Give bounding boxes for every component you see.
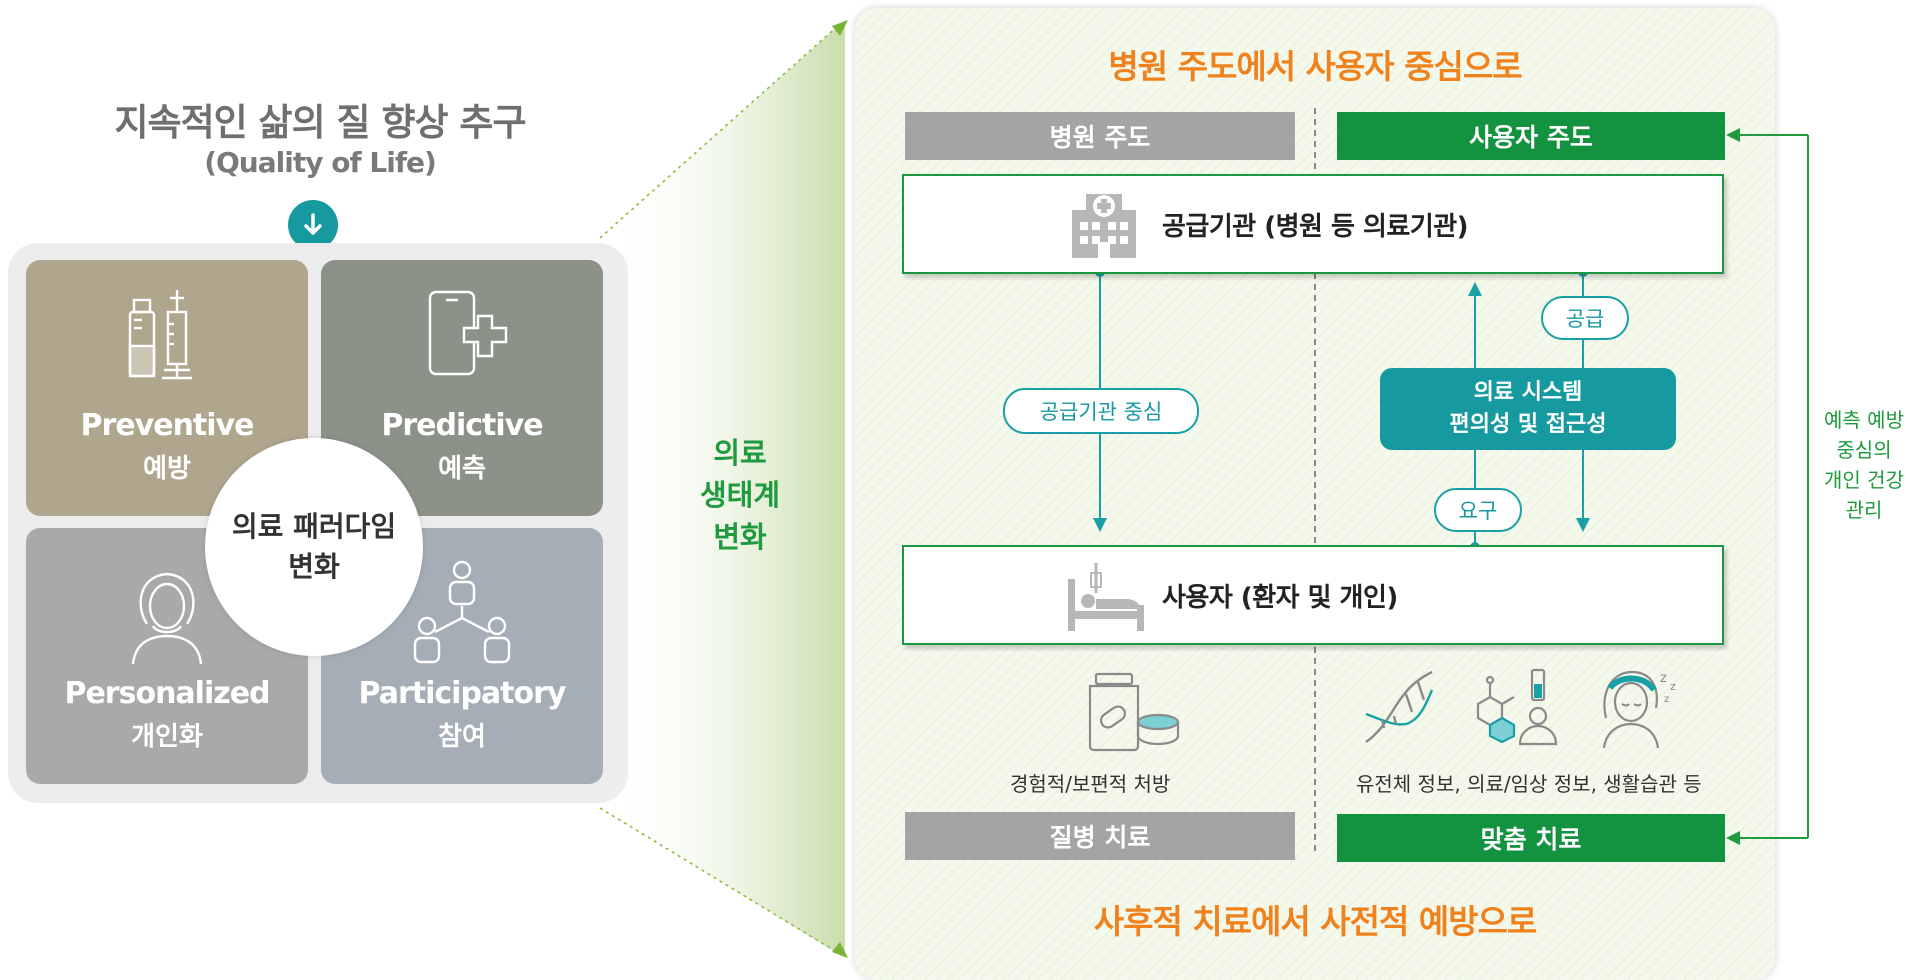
qol-title: 지속적인 삶의 질 향상 추구: [114, 101, 527, 144]
participatory-label: Participatory: [358, 676, 567, 711]
caption-personal-data: 유전체 정보, 의료/임상 정보, 생활습관 등: [1356, 772, 1702, 796]
sleeping-person-icon: z z z: [1598, 668, 1684, 754]
side-note-line3: 개인 건강: [1824, 468, 1904, 492]
person-portrait-icon: [26, 566, 308, 666]
footer-disease-treatment: 질병 치료: [905, 812, 1295, 860]
eco-line1: 의료: [713, 436, 767, 470]
provider-label: 공급기관 (병원 등 의료기관): [1162, 212, 1469, 242]
side-note-line1: 예측 예방: [1824, 408, 1904, 432]
footer-custom-treatment: 맞춤 치료: [1337, 814, 1725, 862]
participatory-ko-label: 참여: [438, 722, 486, 752]
eco-line2: 생태계: [699, 478, 781, 512]
caption-empirical: 경험적/보편적 처방: [1010, 772, 1171, 796]
svg-text:z: z: [1670, 680, 1676, 693]
vaccine-syringe-icon: [26, 286, 308, 386]
side-note-line4: 관리: [1845, 498, 1883, 522]
pill-demand: 요구: [1434, 488, 1522, 532]
hospital-icon: [1066, 188, 1142, 264]
header-user-led: 사용자 주도: [1337, 112, 1725, 160]
center-line2: 변화: [288, 550, 340, 583]
quadrant-participatory: Participatory 참여: [321, 528, 603, 784]
paradigm-center-circle: 의료 패러다임 변화: [205, 438, 423, 656]
dna-icon: [1362, 668, 1436, 752]
user-box: 사용자 (환자 및 개인): [902, 545, 1724, 645]
preventive-label: Preventive: [80, 408, 255, 443]
system-line2: 편의성 및 접근성: [1449, 412, 1607, 437]
phone-medical-cross-icon: [321, 286, 603, 386]
pill-provider-center: 공급기관 중심: [1003, 388, 1199, 434]
people-network-icon: [321, 558, 603, 668]
side-note: 예측 예방 중심의 개인 건강 관리: [1805, 405, 1923, 525]
center-line1: 의료 패러다임: [231, 510, 397, 543]
preventive-ko-label: 예방: [143, 454, 191, 484]
eco-line3: 변화: [713, 520, 767, 554]
qol-subtitle: (Quality of Life): [204, 146, 437, 179]
bottom-title: 사후적 치료에서 사전적 예방으로: [1093, 902, 1538, 941]
system-line1: 의료 시스템: [1473, 380, 1583, 405]
svg-text:z: z: [1660, 671, 1667, 686]
predictive-ko-label: 예측: [438, 454, 486, 484]
top-title: 병원 주도에서 사용자 중심으로: [1108, 47, 1522, 86]
personalized-label: Personalized: [64, 676, 270, 711]
pill-supply: 공급: [1541, 296, 1629, 340]
arrow-down-circle-icon: [288, 200, 338, 250]
personalized-ko-label: 개인화: [131, 722, 203, 752]
predictive-label: Predictive: [381, 408, 543, 443]
medicine-pills-icon: [1082, 672, 1182, 756]
microscope-molecule-icon: [1468, 664, 1564, 754]
provider-box: 공급기관 (병원 등 의료기관): [902, 174, 1724, 274]
medical-system-box: 의료 시스템 편의성 및 접근성: [1380, 368, 1676, 450]
patient-bed-icon: [1064, 559, 1148, 637]
header-hospital-led: 병원 주도: [905, 112, 1295, 160]
user-label: 사용자 (환자 및 개인): [1162, 583, 1398, 613]
side-note-line2: 중심의: [1836, 438, 1892, 462]
svg-text:z: z: [1664, 694, 1669, 705]
ecosystem-change-label: 의료 생태계 변화: [690, 432, 790, 558]
